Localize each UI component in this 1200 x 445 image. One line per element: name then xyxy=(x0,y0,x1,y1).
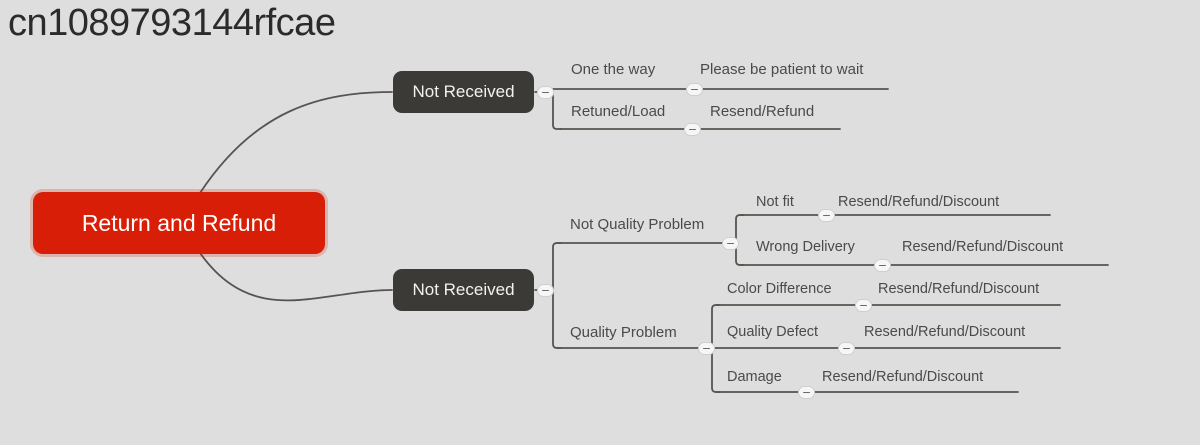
collapse-toggle-color-difference[interactable] xyxy=(855,299,872,312)
branch-node-label-1: Not Received xyxy=(412,82,515,101)
edge-branch2-bracket xyxy=(552,242,562,349)
leaf-label-color-difference[interactable]: Color Difference xyxy=(727,281,832,297)
collapse-toggle-branch-1[interactable] xyxy=(537,86,554,99)
leaf-label-not-fit[interactable]: Not fit xyxy=(756,194,794,210)
page-title: cn1089793144rfcae xyxy=(8,2,336,44)
collapse-toggle-wrong-delivery[interactable] xyxy=(874,259,891,272)
collapse-toggle-one-the-way[interactable] xyxy=(686,83,703,96)
collapse-toggle-branch-2[interactable] xyxy=(537,284,554,297)
leaf-action-not-fit[interactable]: Resend/Refund/Discount xyxy=(838,194,1000,210)
leaf-action-wrong-delivery[interactable]: Resend/Refund/Discount xyxy=(902,239,1064,255)
collapse-toggle-not-fit[interactable] xyxy=(818,209,835,222)
branch-node-label-2: Not Received xyxy=(412,280,515,299)
group-label-not-quality-problem[interactable]: Not Quality Problem xyxy=(570,216,705,233)
branch-node-not-received-2[interactable]: Not Received xyxy=(393,269,534,311)
leaf-label-wrong-delivery[interactable]: Wrong Delivery xyxy=(756,239,855,255)
leaf-label-damage[interactable]: Damage xyxy=(727,369,782,385)
leaf-action-one-the-way[interactable]: Please be patient to wait xyxy=(700,61,864,78)
leaf-action-color-difference[interactable]: Resend/Refund/Discount xyxy=(878,281,1040,297)
group-label-quality-problem[interactable]: Quality Problem xyxy=(570,324,677,341)
leaf-action-quality-defect[interactable]: Resend/Refund/Discount xyxy=(864,324,1026,340)
edge-root-to-branch2 xyxy=(199,252,393,302)
collapse-toggle-quality-problem[interactable] xyxy=(698,342,715,355)
collapse-toggle-not-quality-problem[interactable] xyxy=(722,237,739,250)
leaf-action-retuned-load[interactable]: Resend/Refund xyxy=(710,103,815,120)
edge-root-to-branch1 xyxy=(199,91,393,194)
collapse-toggle-retuned-load[interactable] xyxy=(684,123,701,136)
leaf-action-damage[interactable]: Resend/Refund/Discount xyxy=(822,369,984,385)
leaf-label-retuned-load[interactable]: Retuned/Load xyxy=(571,103,666,120)
leaf-label-quality-defect[interactable]: Quality Defect xyxy=(727,324,819,340)
root-node-return-and-refund[interactable]: Return and Refund xyxy=(33,192,325,254)
branch-node-not-received-1[interactable]: Not Received xyxy=(393,71,534,113)
root-node-label: Return and Refund xyxy=(81,209,277,236)
collapse-toggle-quality-defect[interactable] xyxy=(838,342,855,355)
leaf-label-one-the-way[interactable]: One the way xyxy=(571,61,656,78)
collapse-toggle-damage[interactable] xyxy=(798,386,815,399)
